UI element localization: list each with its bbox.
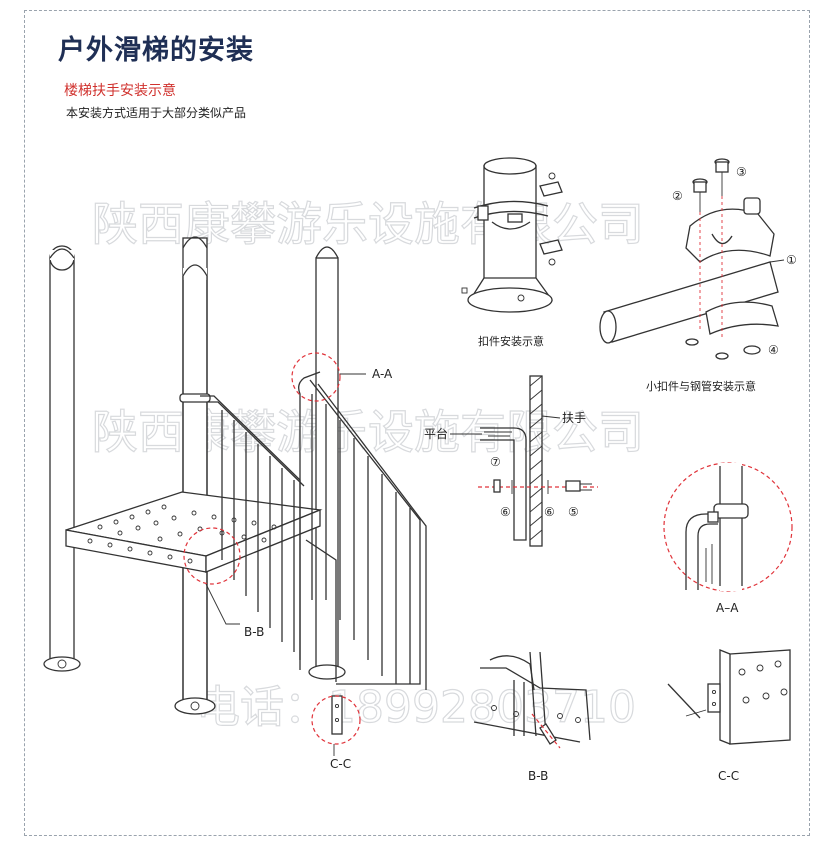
- marker-3: ③: [736, 165, 747, 179]
- callout-label-aa: A-A: [372, 367, 393, 381]
- callout-circle-bb: [183, 527, 241, 585]
- marker-4: ④: [768, 343, 779, 357]
- small-clamp-caption: 小扣件与钢管安装示意: [646, 379, 756, 393]
- marker-6a: ⑥: [500, 505, 511, 519]
- watermark-phone: 电话：18992803710: [196, 682, 636, 733]
- post-left: [49, 257, 75, 663]
- watermark-company-1: 陕西康攀游乐设施有限公司: [92, 197, 644, 251]
- detail-cc-drawing: [667, 649, 791, 745]
- outer-handrail: [309, 379, 421, 685]
- marker-2: ②: [672, 189, 683, 203]
- detail-label-aa: A–A: [716, 601, 739, 615]
- post-left-base: [43, 656, 81, 672]
- detail-label-bb: B-B: [528, 769, 548, 783]
- post-center-base: [174, 697, 216, 715]
- detail-bb-drawing: [473, 651, 591, 749]
- callout-label-cc: C-C: [330, 757, 351, 771]
- callout-circle-cc: [311, 695, 361, 745]
- clamp-install-caption: 扣件安装示意: [478, 334, 544, 348]
- dashed-frame: [24, 10, 810, 836]
- outer-balusters: [305, 394, 411, 684]
- detail-label-cc: C-C: [718, 769, 739, 783]
- label-handrail: 扶手: [562, 410, 586, 425]
- post-center: [182, 237, 208, 701]
- section-drawing: [478, 375, 598, 547]
- callout-circle-aa: [291, 352, 341, 402]
- marker-1: ①: [786, 253, 797, 267]
- post-right-base: [308, 664, 346, 680]
- inner-balusters: [221, 410, 295, 652]
- callout-label-bb: B-B: [244, 625, 264, 639]
- applicability-note: 本安装方式适用于大部分类似产品: [66, 106, 247, 120]
- label-platform: 平台: [424, 426, 448, 441]
- small-clamp-drawing: [599, 158, 779, 360]
- stair-foot-plate: [331, 695, 343, 735]
- marker-6b: ⑥: [544, 505, 555, 519]
- section-subtitle: 楼梯扶手安装示意: [64, 83, 176, 99]
- detail-aa-drawing: [663, 462, 793, 592]
- main-structure-drawing: [43, 236, 427, 735]
- page-title: 户外滑梯的安装: [58, 35, 254, 66]
- post-right: [315, 257, 339, 671]
- clamp-install-drawing: [461, 157, 563, 313]
- marker-5: ⑤: [568, 505, 579, 519]
- marker-7: ⑦: [490, 455, 501, 469]
